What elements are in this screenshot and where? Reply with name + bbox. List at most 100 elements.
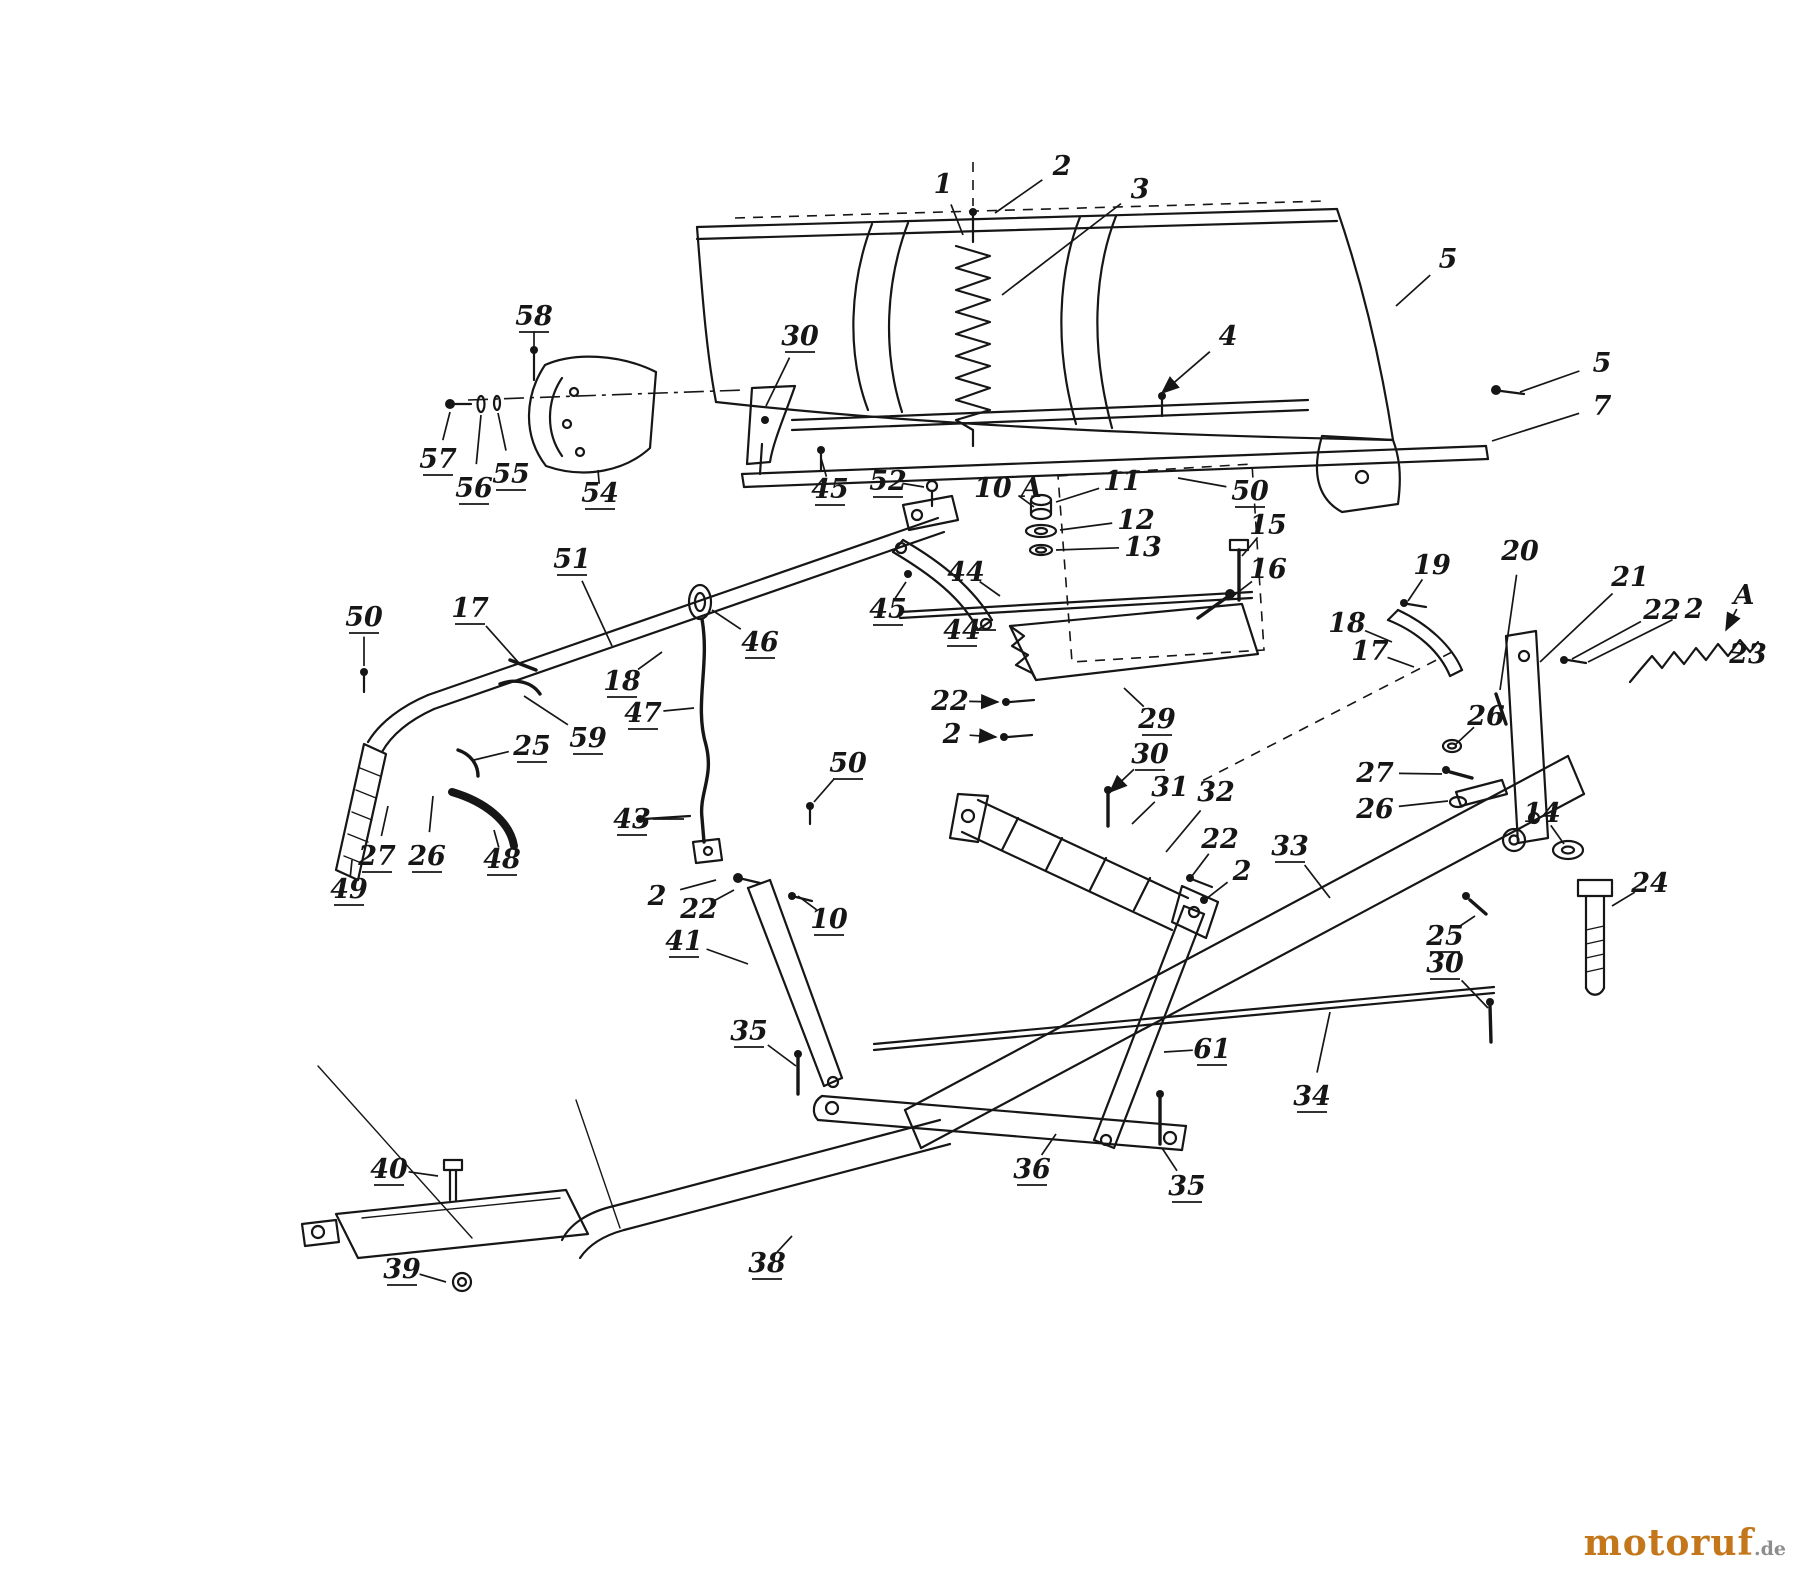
- leader-line: [1131, 801, 1156, 825]
- part-label: 20: [1500, 536, 1539, 567]
- part-label: 1: [934, 169, 953, 200]
- part-label: 21: [1610, 562, 1649, 593]
- part-label: 32: [1197, 777, 1235, 808]
- leader-line: [1191, 853, 1210, 877]
- leader-line: [1160, 351, 1211, 395]
- leader-line: [475, 414, 482, 465]
- leader-line: [1316, 1011, 1331, 1073]
- leader-line: [979, 580, 1001, 597]
- part-label: 29: [1137, 704, 1176, 735]
- leader-line: [1398, 772, 1443, 775]
- leader-line: [1460, 979, 1489, 1009]
- part-label: 2: [1232, 856, 1252, 887]
- leader-line: [1123, 687, 1145, 708]
- leader-line: [1398, 800, 1449, 808]
- leader-line: [1729, 651, 1741, 655]
- part-label: 30: [1131, 739, 1169, 770]
- leader-line: [1499, 574, 1518, 691]
- leader-line: [441, 411, 451, 441]
- part-label: 2: [1684, 594, 1704, 625]
- part-label: 24: [1630, 868, 1669, 899]
- leader-line: [776, 1235, 793, 1253]
- leader-line: [820, 457, 828, 477]
- leader-line: [950, 204, 964, 236]
- part-label: 18: [603, 666, 641, 697]
- part-label: 43: [613, 804, 651, 835]
- part-label: 34: [1293, 1081, 1331, 1112]
- part-label: 25: [512, 731, 551, 762]
- part-label: 56: [455, 473, 493, 504]
- part-label: 14: [1523, 798, 1561, 829]
- leader-line: [1571, 620, 1642, 660]
- leader-line: [380, 805, 389, 837]
- part-label: 17: [451, 593, 489, 624]
- part-label: 58: [515, 301, 553, 332]
- leader-line: [1303, 864, 1331, 899]
- part-label: 17: [1351, 636, 1389, 667]
- part-label: 26: [1466, 701, 1505, 732]
- part-label: 46: [741, 627, 779, 658]
- leader-line: [428, 795, 434, 833]
- leader-line: [1725, 608, 1741, 632]
- leader-line: [994, 179, 1043, 214]
- leader-line: [797, 895, 818, 911]
- leader-line: [485, 625, 519, 663]
- leader-line: [1177, 477, 1227, 488]
- leader-line: [1364, 629, 1393, 643]
- leader-line: [637, 651, 663, 671]
- part-label: 59: [569, 723, 607, 754]
- leader-line: [408, 1170, 439, 1177]
- leader-line: [597, 469, 601, 484]
- leader-line: [969, 693, 1000, 710]
- leader-line: [969, 728, 998, 744]
- leader-line: [1395, 274, 1431, 307]
- leader-line: [1387, 656, 1415, 668]
- part-label: 33: [1271, 831, 1309, 862]
- leader-line: [1205, 881, 1229, 900]
- part-label: A: [1731, 580, 1755, 611]
- part-label: 45: [869, 594, 907, 625]
- leader-line: [902, 482, 925, 488]
- leader-line: [523, 695, 569, 726]
- part-label: 2: [647, 881, 667, 912]
- leader-line: [1161, 1147, 1178, 1172]
- part-label: 22: [930, 686, 969, 717]
- part-label: 2: [942, 719, 962, 750]
- leader-line: [493, 829, 500, 848]
- leader-line: [1456, 915, 1476, 929]
- leader-line: [1165, 809, 1202, 853]
- leader-line: [1108, 768, 1135, 794]
- part-label: 38: [748, 1248, 786, 1279]
- part-label: 18: [1328, 608, 1366, 639]
- leader-line: [1040, 1133, 1057, 1156]
- part-label: 50: [345, 602, 383, 633]
- part-label: 44: [947, 557, 985, 588]
- watermark: motoruf.de: [1584, 1522, 1786, 1564]
- leader-line: [581, 580, 613, 647]
- part-label: 27: [1355, 758, 1394, 789]
- leader-line: [1163, 1049, 1193, 1053]
- part-label: 54: [581, 478, 619, 509]
- leader-line: [1611, 891, 1636, 907]
- leader-line: [1001, 202, 1122, 296]
- leader-line: [712, 889, 735, 903]
- part-label: 13: [1124, 532, 1162, 563]
- watermark-brand: motoruf: [1583, 1522, 1754, 1564]
- watermark-tld: .de: [1754, 1538, 1786, 1560]
- part-label: 27: [357, 841, 396, 872]
- leader-line: [1241, 536, 1259, 557]
- leader-line: [1550, 824, 1565, 845]
- part-label: 23: [1728, 639, 1767, 670]
- part-label: 49: [330, 874, 368, 905]
- leader-line: [1059, 522, 1113, 531]
- part-label: 4: [1219, 321, 1238, 352]
- leader-line: [711, 609, 742, 630]
- part-label: 19: [1413, 550, 1451, 581]
- part-label: 39: [383, 1254, 421, 1285]
- diagram-linework: [300, 162, 1760, 1293]
- leader-line: [1491, 412, 1580, 442]
- part-label: 31: [1151, 772, 1189, 803]
- leader-line: [1227, 580, 1253, 601]
